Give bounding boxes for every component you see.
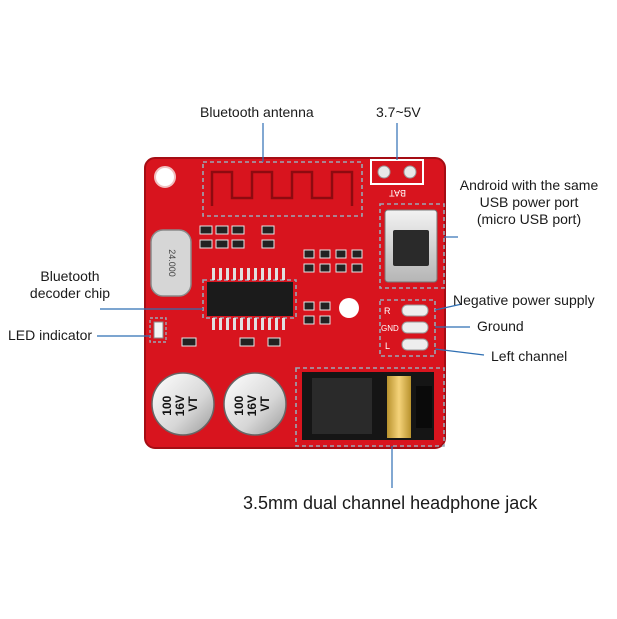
pin-r-label: R xyxy=(384,306,391,316)
cap-right-value: 100 xyxy=(232,395,246,415)
antenna-dashed-box xyxy=(202,161,363,217)
crystal xyxy=(150,229,192,297)
bat-pad-minus xyxy=(403,165,417,179)
label-chip-line2: decoder chip xyxy=(29,285,111,301)
board-hole xyxy=(339,298,359,318)
label-voltage: 3.7~5V xyxy=(376,104,421,120)
label-left-channel: Left channel xyxy=(491,348,568,364)
jack-contact xyxy=(387,376,411,438)
label-usb-line3: (micro USB port) xyxy=(476,211,582,227)
smd-components xyxy=(181,225,363,347)
chip-pins xyxy=(212,268,285,330)
capacitor-left: 100 16V VT xyxy=(151,372,215,436)
label-decoder-chip: Bluetooth decoder chip xyxy=(20,268,120,302)
label-negative-power: Negative power supply xyxy=(453,292,595,308)
mount-hole xyxy=(154,166,176,188)
callout-left-channel xyxy=(434,348,485,356)
cap-left-brand: VT xyxy=(186,396,200,412)
svg-text:100 16V VT: 100 16V VT xyxy=(160,392,200,417)
label-ground: Ground xyxy=(477,318,524,334)
label-bluetooth-antenna: Bluetooth antenna xyxy=(200,104,314,120)
cap-left-voltage: 16V xyxy=(173,395,187,416)
bat-label: BAT xyxy=(389,188,406,198)
antenna-trace xyxy=(210,170,354,206)
led-dashed-box xyxy=(149,317,167,343)
jack-inner xyxy=(312,378,372,434)
jack-opening xyxy=(416,386,432,428)
pin-l-label: L xyxy=(385,341,390,351)
label-usb-port: Android with the same USB power port (mi… xyxy=(449,177,609,228)
decoder-chip xyxy=(207,282,293,316)
label-usb-line2: USB power port xyxy=(479,194,579,210)
label-usb-line1: Android with the same xyxy=(459,177,599,193)
capacitor-right: 100 16V VT xyxy=(223,372,287,436)
svg-text:100 16V VT: 100 16V VT xyxy=(232,392,272,417)
micro-usb-opening xyxy=(393,230,429,266)
cap-left-value: 100 xyxy=(160,395,174,415)
pin-gnd-label: GND xyxy=(381,324,399,333)
callout-neg-power xyxy=(434,303,463,311)
led xyxy=(153,321,164,339)
bat-pad-plus xyxy=(377,165,391,179)
pin-l-pad xyxy=(401,338,429,351)
label-chip-line1: Bluetooth xyxy=(40,268,100,284)
callout-lines xyxy=(97,123,485,488)
cap-right-voltage: 16V xyxy=(245,395,259,416)
crystal-label: 24.000 xyxy=(167,249,177,277)
cap-right-brand: VT xyxy=(258,396,272,412)
jack-dashed-box xyxy=(295,367,445,447)
label-headphone-jack: 3.5mm dual channel headphone jack xyxy=(243,493,538,513)
pin-gnd-pad xyxy=(401,321,429,334)
usb-dashed-box xyxy=(379,203,445,289)
pin-r-pad xyxy=(401,304,429,317)
label-led-indicator: LED indicator xyxy=(8,327,93,343)
